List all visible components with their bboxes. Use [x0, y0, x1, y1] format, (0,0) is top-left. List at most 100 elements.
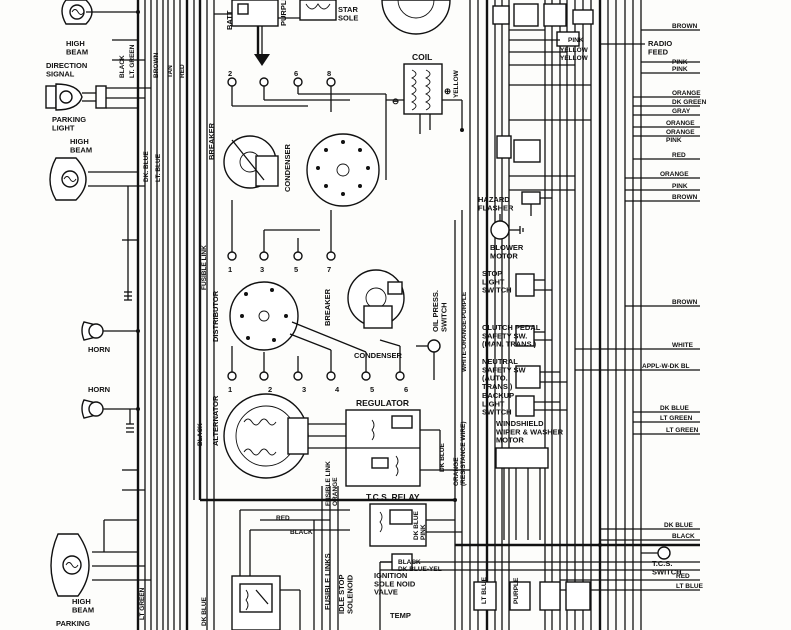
- wire-labels: BLACK LT. GREEN BROWN TAN RED DK. BLUE L…: [119, 44, 520, 626]
- distributor-bottom-terminals-mid: [227, 321, 405, 381]
- dist-num-6a: 6: [294, 69, 298, 78]
- dist-num-1a: 1: [228, 265, 232, 274]
- tcs-relay: [369, 503, 462, 547]
- wire-black-mid: BLACK: [197, 423, 204, 446]
- harness-right: [494, 0, 642, 630]
- right-wire-label: WHITE: [672, 342, 694, 349]
- label-fusible-links: FUSIBLE LINKS: [323, 553, 332, 610]
- dist-num-7a: 7: [327, 265, 331, 274]
- starter-motor: [381, 0, 451, 35]
- label-battery: BATT: [225, 10, 234, 30]
- hazard-flasher: [521, 191, 552, 216]
- right-wire-label: RED: [676, 573, 690, 580]
- right-wire-label: BLACK: [672, 533, 695, 540]
- right-wire-label: PINK: [568, 37, 584, 44]
- wire-lt-blue: LT. BLUE: [155, 153, 162, 182]
- breaker-mid: [347, 269, 405, 329]
- dist-num-8a: 8: [327, 69, 331, 78]
- distributor-numbers: 2 6 8 1 3 5 7 1 2 3 4 5 6 ⊖ ⊕: [228, 69, 451, 394]
- dist-num-4b: 4: [335, 385, 340, 394]
- wire-dk-blue-pink: DK BLUEPINK: [413, 510, 427, 540]
- ignition-coil: [386, 63, 463, 134]
- wire-purple-bottom: PURPLE: [513, 577, 520, 604]
- windshield-wiper-motor: [495, 447, 549, 540]
- right-wire-label: PINK: [672, 66, 688, 73]
- wire-dk-blue: DK. BLUE: [143, 151, 150, 182]
- label-parking-bottom: PARKING: [56, 619, 90, 628]
- label-temp: TEMP: [390, 611, 411, 620]
- starter-solenoid: [278, 0, 337, 21]
- right-wire-label: DK BLUE: [664, 522, 694, 529]
- label-regulator: REGULATOR: [356, 398, 409, 408]
- right-wire-label: BROWN: [672, 194, 698, 201]
- wire-orange-resistance: ORANGE(RESISTANCE WIRE): [453, 421, 467, 486]
- wire-fusible-link-orange: FUSIBLE LINKORANGE: [325, 461, 339, 506]
- wire-brown: BROWN: [153, 52, 160, 78]
- wire-white-orange-purple: WHITE-ORANGE-PURPLE: [461, 291, 468, 372]
- regulator: [345, 409, 470, 487]
- label-condenser-top: CONDENSER: [283, 143, 292, 192]
- right-wire-label: BROWN: [672, 23, 698, 30]
- ground-bus: [200, 486, 455, 630]
- label-tcs-relay: T.C.S. RELAY: [366, 492, 420, 502]
- distributor-cap-top: [306, 133, 380, 207]
- wire-fusible-link: FUSIBLE LINK: [201, 245, 208, 290]
- right-wire-label: ORANGE: [672, 90, 701, 97]
- label-coil: COIL: [412, 52, 432, 62]
- wire-black: BLACK: [119, 55, 126, 78]
- dist-num-5b: 5: [370, 385, 374, 394]
- high-beam-bottom-lamp: [50, 519, 151, 597]
- parking-light-lamp: [45, 83, 151, 111]
- wire-dk-blue-short: DK BLUE: [439, 442, 446, 472]
- label-horn-2: HORN: [88, 385, 110, 394]
- blower-motor: [490, 214, 524, 240]
- wire-tan: TAN: [167, 65, 174, 78]
- top-right-connectors: [492, 3, 594, 191]
- right-wire-label: PINK: [672, 59, 688, 66]
- right-wire-label: YELLOW: [560, 47, 589, 54]
- dist-num-3b: 3: [302, 385, 306, 394]
- dist-num-2b: 2: [268, 385, 272, 394]
- right-wire-label: RED: [672, 152, 686, 159]
- label-oil-press-switch: OIL PRESS.SWITCH: [431, 290, 448, 332]
- right-wire-label: YELLOW: [560, 55, 589, 62]
- right-wire-label: DK GREEN: [672, 99, 707, 106]
- right-wire-label: PINK: [672, 183, 688, 190]
- wire-red-bus: RED: [276, 515, 290, 522]
- right-wire-label: ORANGE: [666, 120, 695, 127]
- oil-press-switch: [416, 339, 441, 380]
- horn-1: [81, 321, 138, 341]
- dist-num-2a: 2: [228, 69, 232, 78]
- wire-dk-blue-bottom: DK BLUE: [201, 596, 208, 626]
- right-wire-label: ORANGE: [660, 171, 689, 178]
- high-beam-top-lamp: [61, 0, 138, 25]
- right-wire-label: LT BLUE: [676, 583, 704, 590]
- wire-yellow: YELLOW: [453, 69, 460, 98]
- right-wire-label: PINK: [666, 137, 682, 144]
- label-idle-stop-solenoid: IDLE STOPSOLENOID: [337, 574, 354, 614]
- backup-light-switch: [515, 395, 567, 417]
- dist-num-6b: 6: [404, 385, 408, 394]
- ground-symbols-left: [126, 409, 134, 433]
- wire-red: RED: [179, 64, 186, 78]
- harness-left: [136, 0, 215, 630]
- label-alternator: ALTERNATOR: [211, 395, 220, 446]
- breaker-top: [223, 135, 279, 189]
- tcs-switch: [641, 546, 671, 560]
- stop-light-switch: [515, 273, 552, 297]
